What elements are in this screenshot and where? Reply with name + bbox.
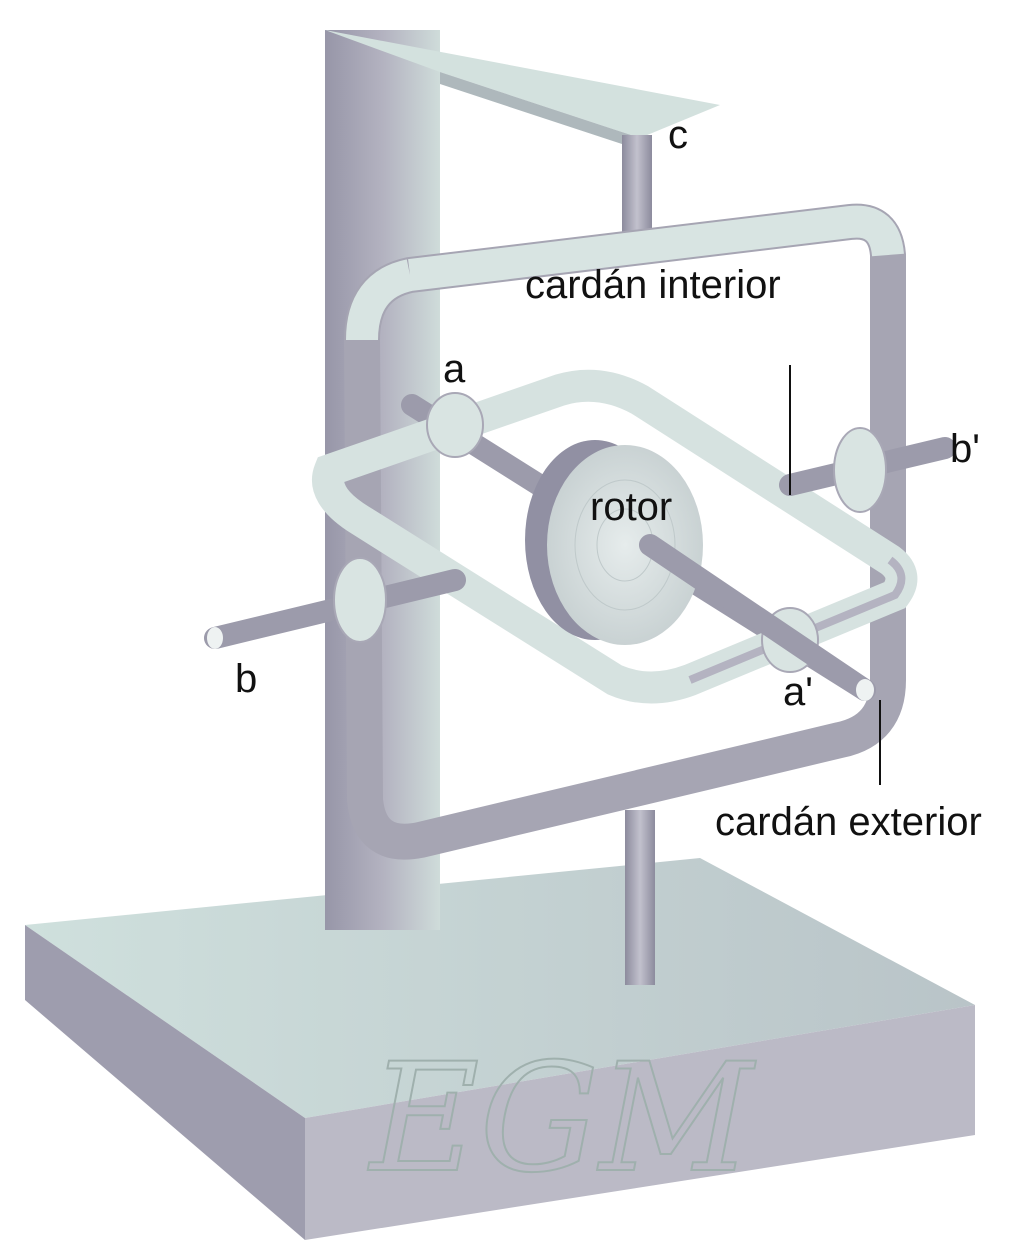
label-inner-gimbal: cardán interior (525, 263, 781, 307)
shaft-bottom (625, 810, 655, 985)
label-outer-gimbal: cardán exterior (715, 800, 982, 844)
label-c: c (668, 113, 688, 157)
label-a-prime: a' (783, 670, 813, 714)
label-b: b (235, 657, 257, 701)
base (25, 858, 975, 1240)
rotor (525, 440, 703, 645)
label-a: a (443, 347, 466, 391)
label-rotor: rotor (590, 485, 672, 529)
watermark-logo: EGM (367, 1032, 756, 1206)
label-b-prime: b' (950, 427, 980, 471)
